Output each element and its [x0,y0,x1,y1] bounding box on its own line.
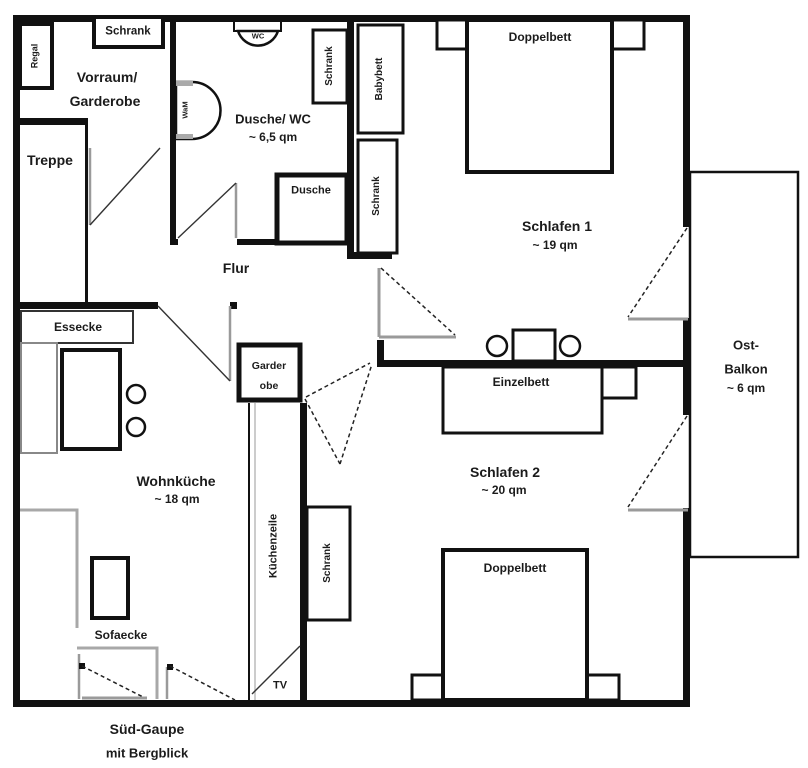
dusche-shower-box [274,172,350,246]
sofa-table [90,556,130,620]
dusche-label: Dusche [291,184,331,197]
kuechenzeile-label: Küchenzeile [267,513,280,579]
essecke-bench-top [20,310,134,344]
doppelbett-schlafen2-box [441,548,589,702]
room-treppe-label: Treppe [27,152,73,168]
wc-toilet [233,20,282,47]
stool [485,334,509,358]
room-balkon-line2: Balkon [724,361,768,377]
room-duschewc-line2: ~ 6,5 qm [248,130,298,144]
room-balkon-line1: Ost- [733,337,759,353]
caption-line1: Süd-Gaupe [109,721,185,737]
nightstand [585,673,621,702]
regal-label: Regal [29,43,40,69]
chair [125,383,147,405]
schrank-bad-label: Schrank [324,46,335,86]
essecke-label: Essecke [53,320,103,334]
room-flur-label: Flur [222,260,250,276]
nightstand [610,18,646,51]
room-vorraum-line1: Vorraum/ [76,69,138,85]
room-vorraum-line2: Garderobe [69,93,141,109]
babybett-box [356,23,405,135]
chair [125,416,147,438]
tv-line [251,645,301,695]
interior-walls [13,15,690,700]
dining-table [60,348,122,451]
room-schlafen2-line2: ~ 20 qm [481,483,527,497]
sofaecke-label: Sofaecke [94,628,148,642]
nightstand [410,673,445,702]
schrank-schlafen1-box [356,138,399,255]
room-wohnkueche-line1: Wohnküche [136,473,216,489]
schrank-schlafen1-label: Schrank [371,176,382,216]
caption-line2: mit Bergblick [105,745,189,761]
sofa-outline [77,646,159,699]
balcony-outline [688,170,800,559]
schrank-schlafen2-label: Schrank [322,543,333,583]
babybett-label: Babybett [374,57,385,101]
room-duschewc-line1: Dusche/ WC [235,111,311,127]
doppelbett-schlafen2-label: Doppelbett [483,561,547,575]
table-schlafen1 [511,328,557,363]
regal-shelf [18,22,54,90]
nightstand [435,18,469,51]
room-wohnkueche-line2: ~ 18 qm [154,492,200,506]
schrank-vorraum-label: Schrank [105,25,151,38]
room-schlafen1-line1: Schlafen 1 [521,218,593,234]
sofa-outline [20,508,79,628]
einzelbett-box [441,365,604,435]
garderobe-label-line1: Garder [251,359,287,372]
furniture-shapes [18,15,646,702]
washing-machine [174,80,222,141]
nightstand [600,365,638,400]
garderobe-box [236,342,303,403]
room-balkon-line3: ~ 6 qm [726,381,766,395]
essecke-bench-side [20,342,58,454]
einzelbett-label: Einzelbett [492,375,550,389]
schrank-bad-box [311,28,349,105]
wc-label: WC [251,31,265,41]
doppelbett-schlafen1-box [465,18,614,174]
tv-label: TV [272,679,288,692]
stool [558,334,582,358]
room-schlafen2-line1: Schlafen 2 [469,464,541,480]
schrank-schlafen2-box [305,505,352,622]
wam-label: WaM [180,101,190,119]
garderobe-label-line2: obe [259,379,279,392]
schrank-vorraum-box [92,15,165,49]
doppelbett-schlafen1-label: Doppelbett [508,30,572,44]
doors [77,147,688,701]
room-schlafen1-line2: ~ 19 qm [532,238,578,252]
